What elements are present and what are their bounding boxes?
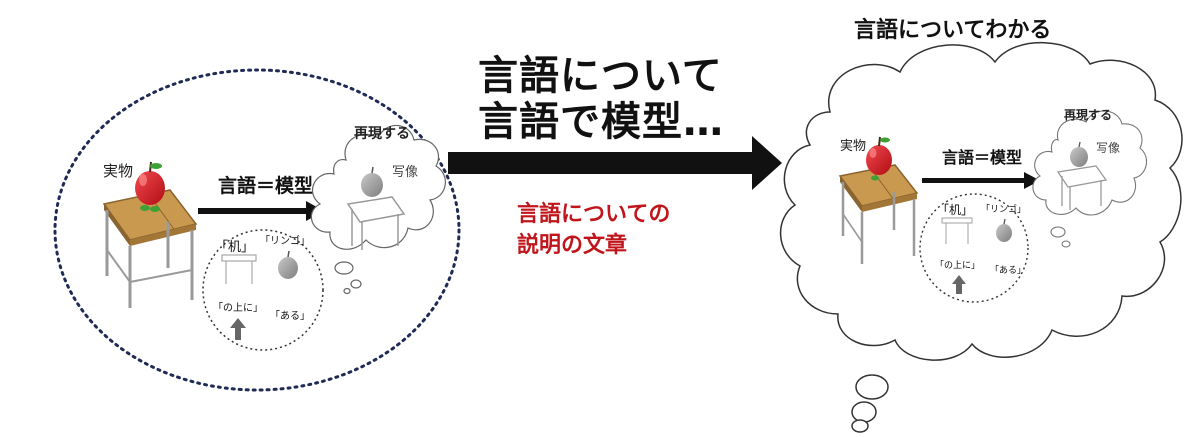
right-panel: 実物 言語＝模型 再現する 写像 「机」 「リンゴ」 xyxy=(779,42,1183,433)
word-desk-right: 「机」 xyxy=(937,203,973,217)
reproduce-label: 再現する xyxy=(354,126,410,142)
left-panel: 実物 言語＝模型 再現する 写像 「机」 「リンゴ」 xyxy=(53,68,461,392)
explanation-note-line-1: 言語についての xyxy=(517,202,671,227)
word-apple-right: 「リンゴ」 xyxy=(981,203,1026,215)
main-arrow xyxy=(448,136,782,190)
language-model-equation-right: 言語＝模型 xyxy=(942,148,1022,167)
word-on-top: 「の上に」 xyxy=(213,302,263,314)
red-apple xyxy=(135,161,165,212)
right-thought-cloud xyxy=(779,42,1183,433)
table-outline-reproduction-right xyxy=(1056,165,1108,210)
red-apple-right xyxy=(866,136,892,181)
model-arrow xyxy=(198,201,324,221)
headline-line-1: 言語について xyxy=(478,53,723,99)
word-circle-right xyxy=(919,193,1029,303)
reproduce-label-right: 再現する xyxy=(1064,108,1112,122)
word-exists: 「ある」 xyxy=(270,310,310,322)
word-apple: 「リンゴ」 xyxy=(260,234,310,247)
real-object-label: 実物 xyxy=(103,162,133,180)
up-arrow-icon xyxy=(230,318,246,340)
wooden-table xyxy=(102,189,198,308)
explanation-note-line-2: 説明の文章 xyxy=(517,233,628,258)
left-thought-cloud xyxy=(310,124,446,295)
word-exists-right: 「ある」 xyxy=(990,265,1026,276)
left-dotted-oval xyxy=(53,68,461,392)
desk-outline-icon xyxy=(221,254,257,284)
image-label: 写像 xyxy=(392,165,418,180)
desk-outline-icon-right xyxy=(941,217,973,244)
apple-grey-icon-right xyxy=(996,218,1012,242)
grey-apple-reproduction xyxy=(361,166,383,197)
up-arrow-icon-right xyxy=(952,275,966,294)
headline-line-2: 言語で模型… xyxy=(478,99,724,145)
word-desk: 「机」 xyxy=(215,240,254,255)
image-label-right: 写像 xyxy=(1096,141,1120,155)
real-object-label-right: 実物 xyxy=(840,138,866,154)
language-model-equation: 言語＝模型 xyxy=(218,174,313,197)
word-circle xyxy=(202,229,324,351)
model-arrow-right xyxy=(922,172,1040,189)
right-inner-thought-cloud xyxy=(1032,110,1148,248)
grey-apple-reproduction-right xyxy=(1070,141,1088,167)
table-outline-reproduction xyxy=(346,196,406,250)
word-on-top-right: 「の上に」 xyxy=(935,260,980,271)
apple-grey-icon xyxy=(278,250,298,279)
right-title: 言語についてわかる xyxy=(854,18,1052,43)
wooden-table-right xyxy=(838,164,919,264)
